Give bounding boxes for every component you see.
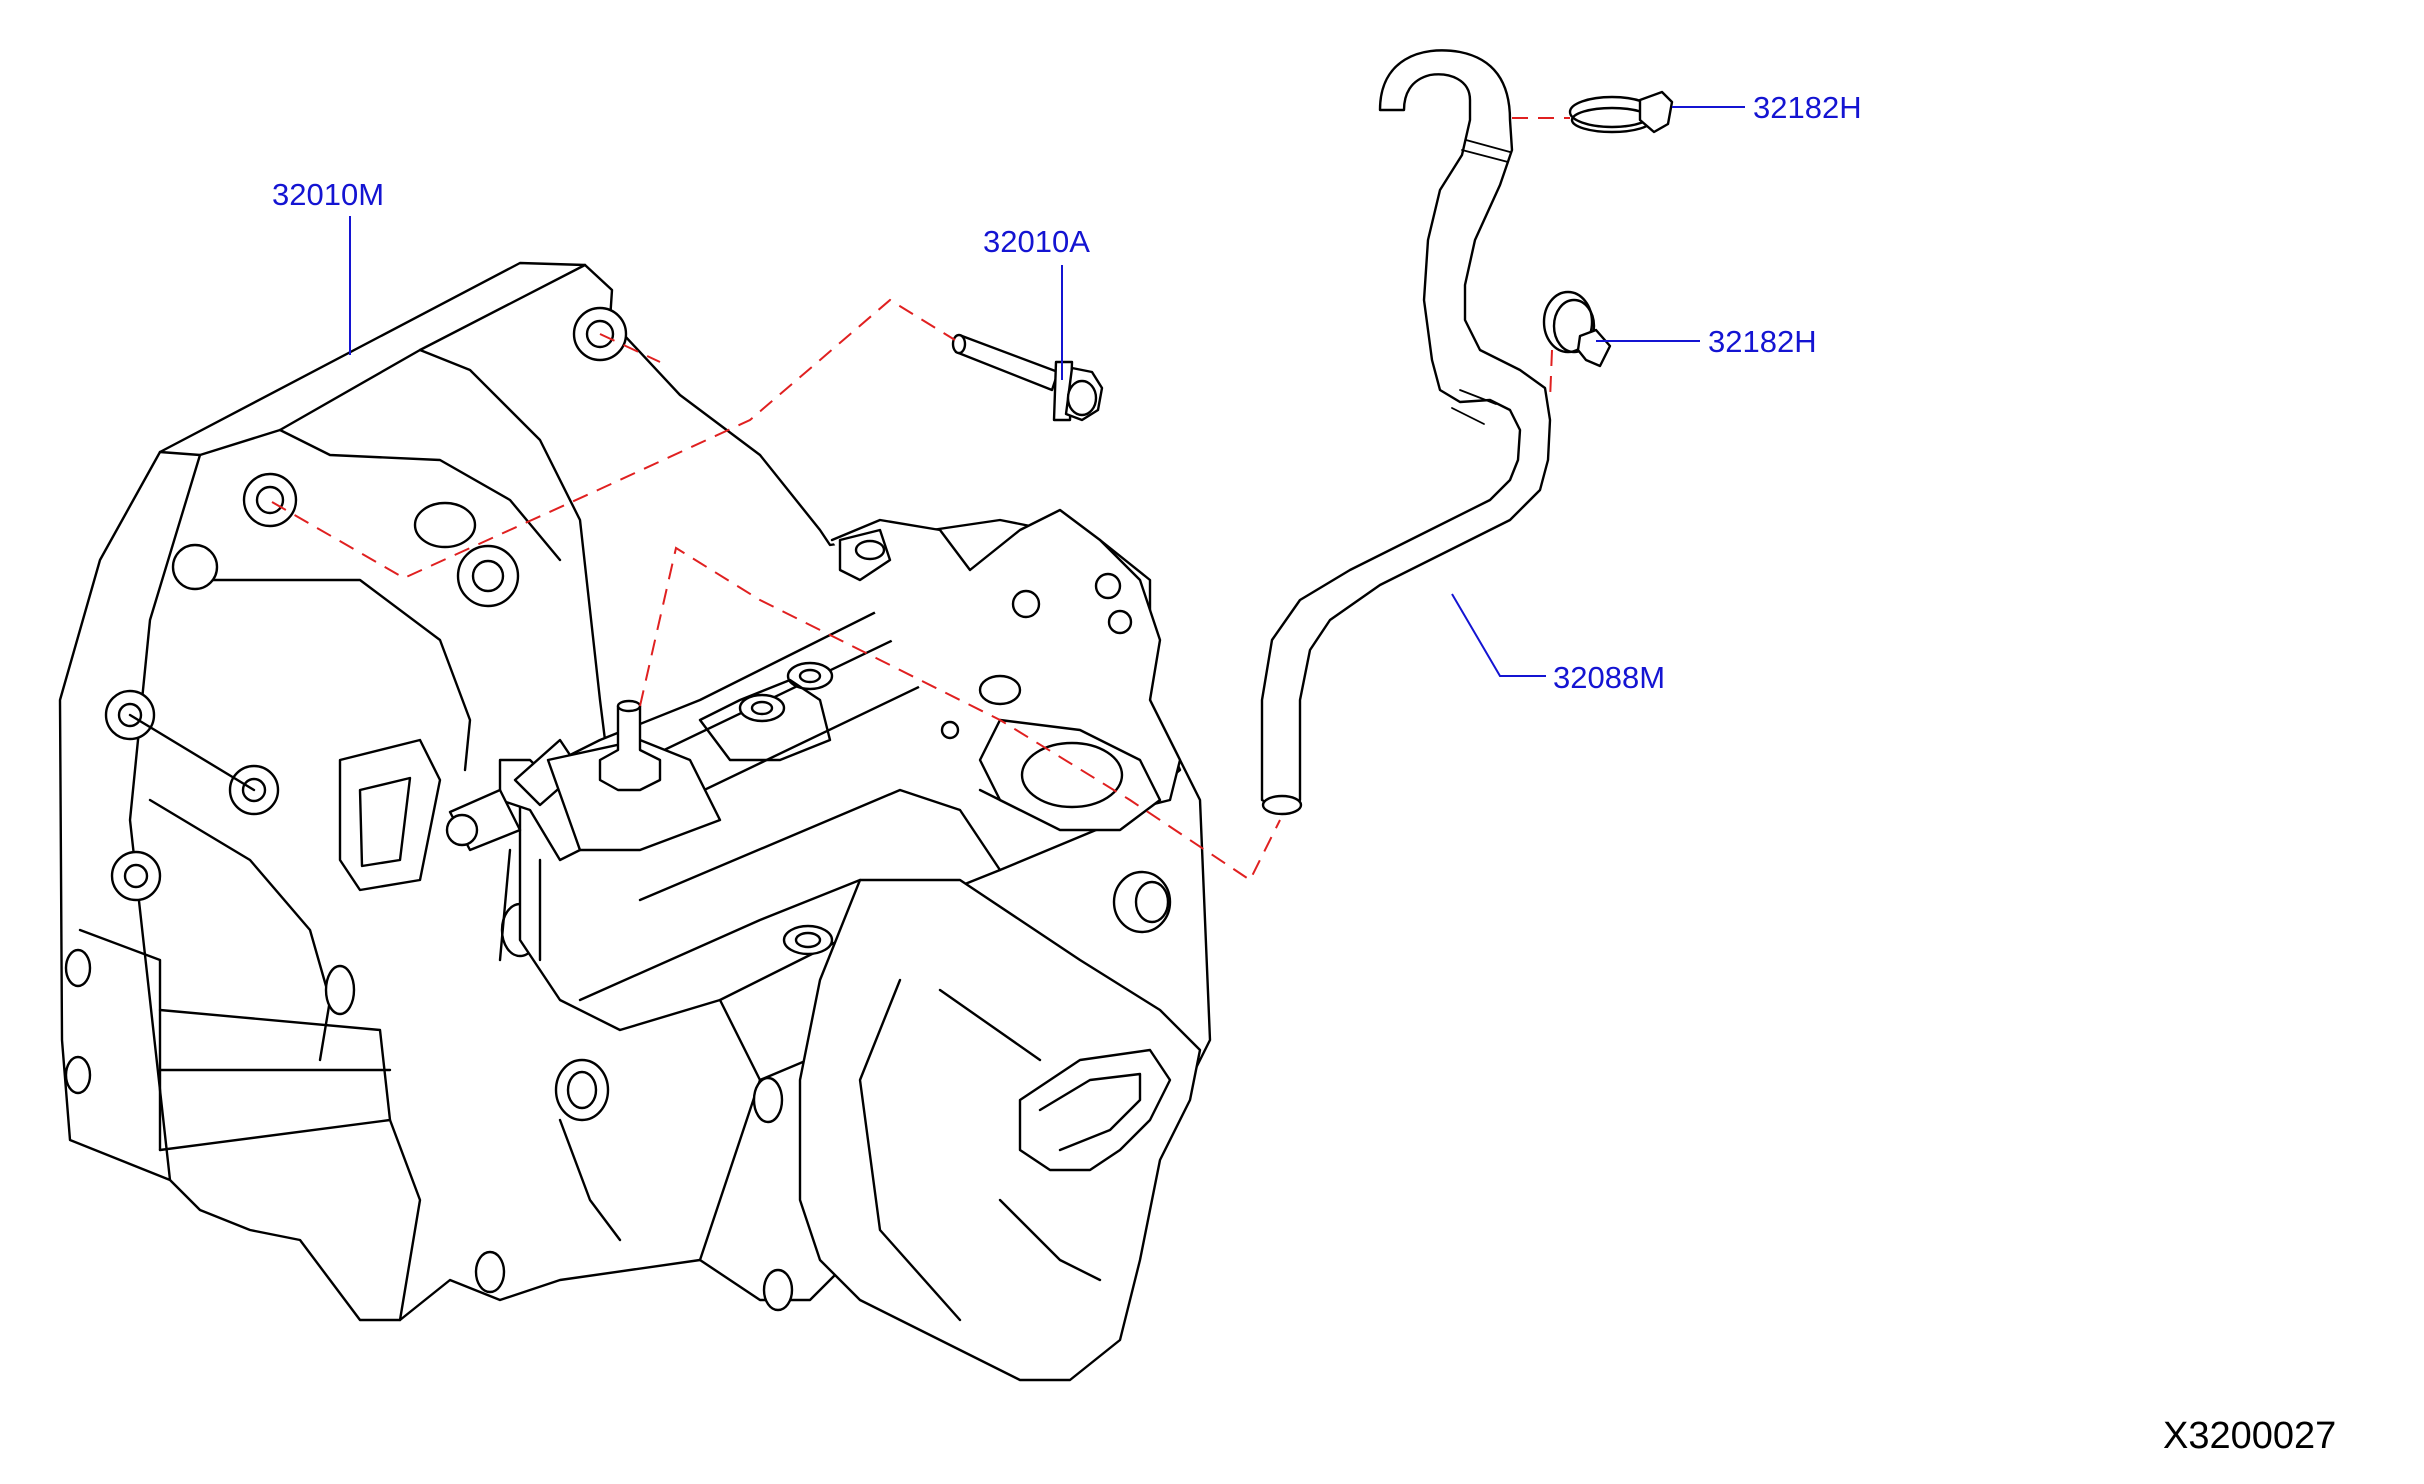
bell-housing-rib bbox=[158, 1008, 392, 1152]
bell-housing-rib bbox=[148, 798, 332, 1062]
hose-clip-upper[interactable] bbox=[1568, 90, 1674, 134]
hose-clip-lower[interactable] bbox=[1542, 290, 1612, 368]
hose-end bbox=[1261, 794, 1303, 816]
diagram-id: X3200027 bbox=[2163, 1415, 2336, 1457]
case-edge bbox=[578, 878, 862, 1002]
breather-hose-outline bbox=[1260, 49, 1552, 814]
bolt-connection-line bbox=[271, 298, 956, 580]
mounting-bolt[interactable] bbox=[951, 333, 1104, 422]
housing-rib bbox=[128, 713, 256, 792]
mounting-boss-hole bbox=[123, 863, 149, 889]
differential-cover-edge bbox=[938, 988, 1042, 1062]
mounting-boss-hole bbox=[471, 559, 505, 593]
mounting-boss bbox=[324, 964, 356, 1016]
bell-housing-rib bbox=[128, 453, 202, 1182]
rear-flange-bolt bbox=[1094, 572, 1122, 600]
output-boss-hole bbox=[1134, 880, 1170, 924]
rear-flange-bolt bbox=[1011, 589, 1041, 619]
hose-clip-tab bbox=[1638, 90, 1674, 134]
leader-hose bbox=[1451, 593, 1546, 677]
callout-transmission[interactable]: 32010M bbox=[272, 177, 384, 212]
drain-boss-hole bbox=[566, 1070, 598, 1110]
differential-cover-rim bbox=[1038, 1072, 1142, 1152]
hose-sleeve bbox=[1451, 407, 1485, 425]
cover-bolt-hole bbox=[794, 931, 822, 949]
transmission-assembly[interactable] bbox=[58, 261, 1212, 1382]
cover-bolt bbox=[752, 1076, 784, 1124]
mounting-boss bbox=[171, 543, 219, 591]
housing-window bbox=[338, 738, 442, 892]
case-edge bbox=[638, 788, 1002, 902]
callout-hose[interactable]: 32088M bbox=[1553, 660, 1665, 695]
differential-cover-edge bbox=[998, 1198, 1102, 1282]
hose-clip-band bbox=[1552, 298, 1596, 354]
rear-flange-bolt bbox=[940, 720, 960, 740]
bolt-shank bbox=[954, 334, 1060, 392]
breather-fitting bbox=[598, 704, 662, 792]
rear-flange-bolt bbox=[1107, 609, 1133, 635]
rear-flange-port bbox=[978, 674, 1022, 706]
breather-hose[interactable] bbox=[1260, 49, 1552, 816]
mounting-boss bbox=[413, 501, 477, 549]
differential-cover-face bbox=[1018, 1048, 1172, 1172]
breather-fitting-top bbox=[616, 699, 642, 713]
housing-window-inner bbox=[358, 776, 412, 868]
top-boss-hole bbox=[750, 700, 774, 716]
top-boss-base bbox=[698, 678, 832, 762]
mounting-boss bbox=[64, 1055, 92, 1095]
leader-lines bbox=[349, 106, 1745, 677]
lower-bolt bbox=[474, 1250, 506, 1294]
callout-bolt[interactable]: 32010A bbox=[983, 224, 1090, 259]
differential-cover bbox=[798, 878, 1202, 1382]
drain-boss-rib bbox=[558, 1118, 622, 1242]
hose-sleeve bbox=[1461, 149, 1509, 163]
clip-connection-line bbox=[1549, 349, 1553, 401]
bell-housing-rib bbox=[388, 1118, 422, 1322]
callout-clip-lower[interactable]: 32182H bbox=[1708, 324, 1817, 359]
bolt-head-face bbox=[1066, 379, 1098, 417]
bell-housing-rib bbox=[78, 928, 162, 1152]
bell-housing-rib bbox=[278, 428, 562, 562]
connection-lines bbox=[271, 117, 1570, 882]
callout-clip-upper[interactable]: 32182H bbox=[1753, 90, 1862, 125]
bolt-connection-line bbox=[599, 333, 661, 363]
mounting-boss bbox=[64, 948, 92, 988]
bell-housing-rib bbox=[198, 578, 472, 772]
hose-sleeve bbox=[1465, 139, 1511, 153]
mounting-boss-hole bbox=[255, 485, 285, 515]
rear-flange-bore bbox=[1020, 741, 1124, 809]
hose-clip-tab bbox=[1576, 328, 1612, 368]
bolt-tip bbox=[951, 333, 967, 355]
differential-cover-edge bbox=[858, 978, 962, 1322]
rear-boss-hole bbox=[854, 539, 886, 561]
top-boss-hole bbox=[798, 668, 822, 684]
hose-sleeve bbox=[1459, 389, 1497, 405]
shift-rod-end bbox=[445, 813, 479, 847]
cover-bolt bbox=[762, 1268, 794, 1312]
shift-bracket-edge bbox=[498, 848, 512, 962]
